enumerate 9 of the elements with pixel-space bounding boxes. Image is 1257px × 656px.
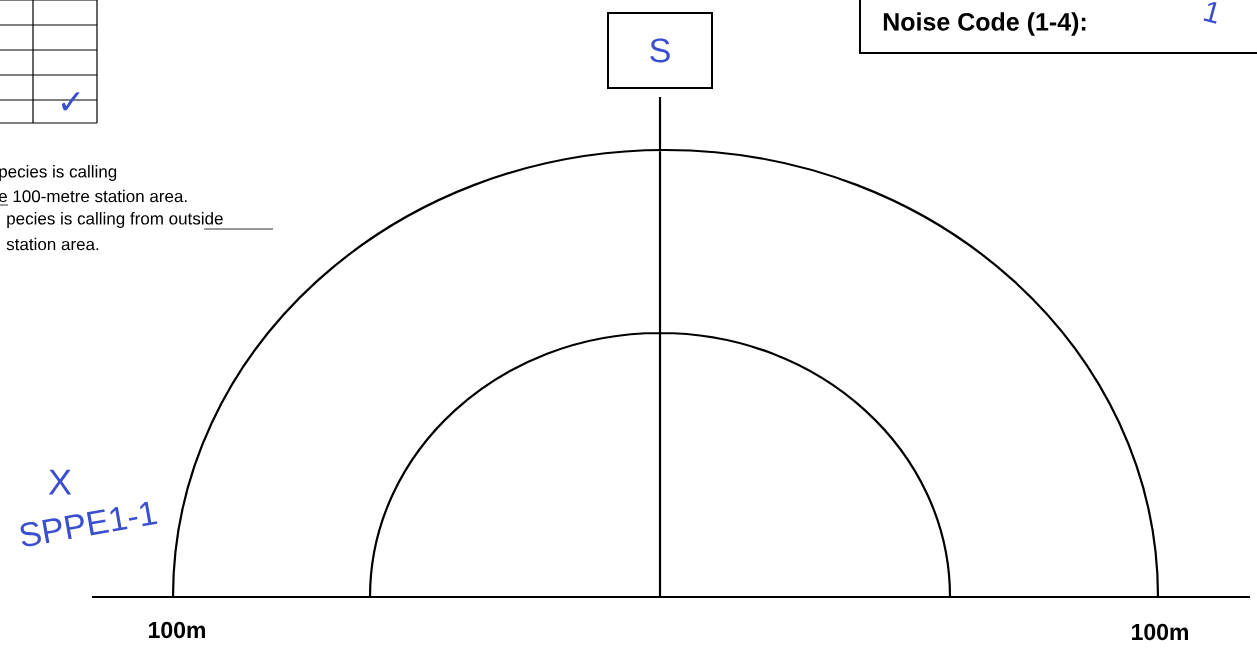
note-text: pecies is calling — [0, 165, 117, 181]
note-text: station area. — [6, 237, 99, 251]
note-text: pecies is calling from outside — [7, 212, 223, 228]
handwritten-mark: X — [48, 469, 72, 495]
noise-code-box: Noise Code (1-4): 1 — [859, 0, 1257, 54]
distance-label: 100m — [149, 621, 205, 639]
distance-label: 100m — [1132, 623, 1188, 641]
station-box: S — [607, 12, 713, 89]
handwritten-note: SPPE1-1 — [20, 501, 158, 547]
